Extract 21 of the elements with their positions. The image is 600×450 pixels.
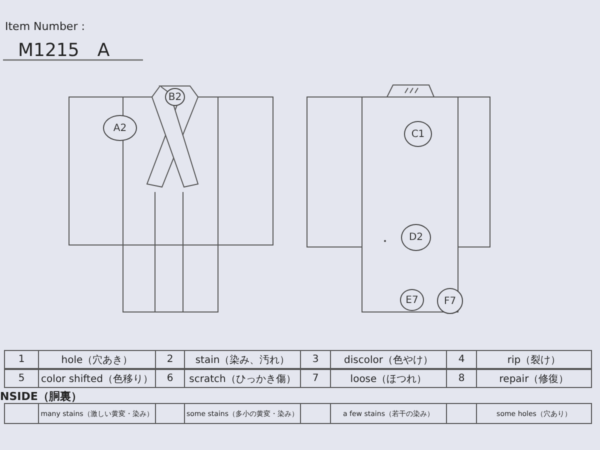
table-cell: scratch（ひっかき傷） [184, 369, 301, 388]
table-cell: 8 [446, 369, 477, 388]
table-cell: color shifted（色移り） [38, 369, 156, 388]
table-cell: 7 [300, 369, 331, 388]
section-heading: NSIDE（胴裏） [0, 389, 83, 403]
table-cell: hole（穴あき） [38, 350, 156, 369]
table-cell: repair（修復） [476, 369, 592, 388]
table-cell: 4 [446, 350, 477, 369]
table-cell: stain（染み、汚れ） [184, 350, 301, 369]
table-cell: 6 [155, 369, 185, 388]
table-cell: 5 [4, 369, 39, 388]
circled-mark: F7 [437, 288, 463, 314]
table-cell: discolor（色やけ） [330, 350, 447, 369]
header-text: Item Number : [5, 20, 86, 35]
circled-mark: A2 [103, 115, 137, 141]
table-cell: 1 [4, 350, 39, 369]
table-cell: loose（ほつれ） [330, 369, 447, 388]
header-text: M1215 A [18, 39, 111, 60]
table-cell: 2 [155, 350, 185, 369]
table-cell: rip（裂け） [476, 350, 592, 369]
table-cell: 3 [300, 350, 331, 369]
